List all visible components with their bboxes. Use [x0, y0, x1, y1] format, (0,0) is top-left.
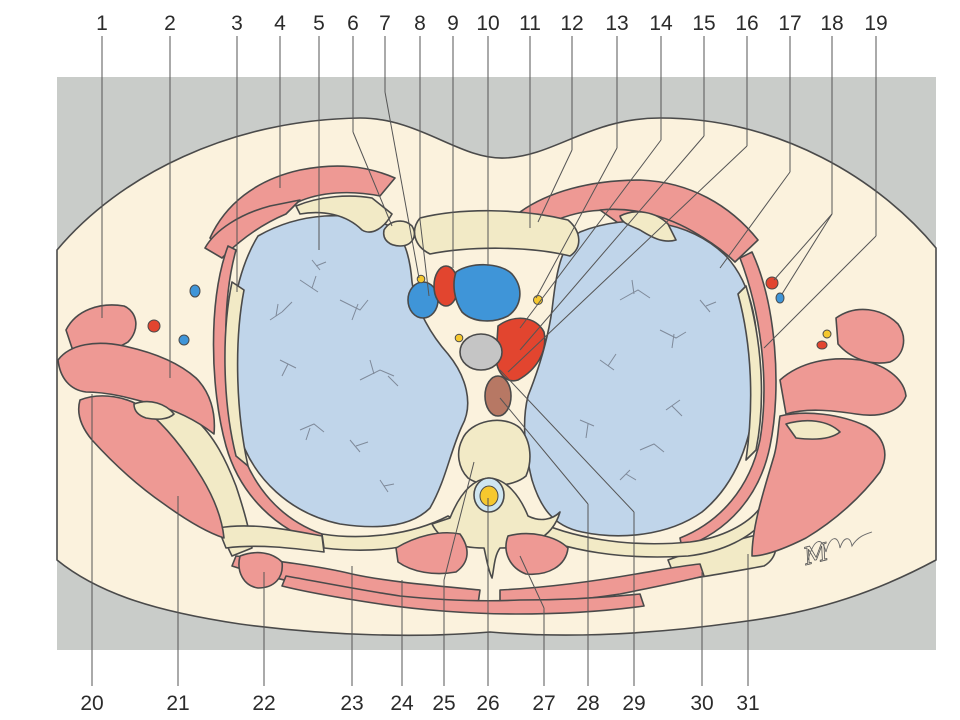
deltoid-left	[779, 358, 907, 416]
erector-spinae-right	[395, 531, 468, 575]
left-lung-vessels	[579, 279, 717, 481]
rib-lateral-left	[737, 285, 763, 461]
axillary-vein-right	[189, 284, 201, 298]
scapula-left-spine	[785, 419, 841, 440]
vertebral-body	[457, 419, 531, 487]
aortic-arch	[453, 263, 521, 322]
callout-label-9: 9	[447, 12, 459, 35]
callout-label-30: 30	[690, 692, 713, 715]
callout-label-27: 27	[532, 692, 555, 715]
vagus-nerve	[454, 333, 464, 343]
callout-label-21: 21	[166, 692, 189, 715]
rhomboid-band	[281, 575, 645, 615]
callout-label-19: 19	[864, 12, 887, 35]
callouts-bottom: 20 21 22 23 24 25 26 27 28 29 30 31	[80, 692, 759, 715]
sternum	[413, 209, 580, 257]
callout-label-5: 5	[313, 12, 325, 35]
callout-label-11: 11	[519, 12, 541, 35]
artist-signature-mark	[807, 531, 873, 561]
callout-label-18: 18	[820, 12, 843, 35]
axillary-artery-right	[147, 319, 161, 333]
rib-lateral-right	[224, 281, 249, 467]
callout-label-3: 3	[231, 12, 243, 35]
callout-label-23: 23	[340, 692, 363, 715]
callout-label-24: 24	[390, 692, 414, 715]
callout-label-8: 8	[414, 12, 426, 35]
callout-label-22: 22	[252, 692, 275, 715]
callout-label-6: 6	[347, 12, 359, 35]
clavicle-right-stub	[382, 220, 416, 247]
axillary-artery-left	[765, 276, 779, 290]
callout-label-15: 15	[692, 12, 715, 35]
artery-left-arm	[816, 340, 828, 350]
axillary-vein-right-2	[178, 334, 190, 346]
erector-spinae-left	[505, 532, 569, 575]
axillary-vein-left	[775, 292, 785, 304]
teres-major-left	[751, 412, 886, 557]
esophagus	[484, 375, 512, 417]
callout-label-28: 28	[576, 692, 599, 715]
deltoid-left-upper	[835, 308, 905, 364]
callout-label-20: 20	[80, 692, 103, 715]
nerve-left-arm	[822, 329, 832, 339]
callout-label-25: 25	[432, 692, 455, 715]
callout-label-16: 16	[735, 12, 758, 35]
right-lung-vessels	[269, 259, 399, 493]
callout-label-17: 17	[778, 12, 801, 35]
callout-label-1: 1	[96, 12, 108, 35]
costal-cartilage-right	[295, 195, 393, 233]
callout-label-10: 10	[476, 12, 499, 35]
left-lung	[523, 220, 759, 537]
callout-label-2: 2	[164, 12, 176, 35]
callout-label-14: 14	[649, 12, 673, 35]
humerus-right	[133, 400, 175, 420]
callout-label-26: 26	[476, 692, 499, 715]
callout-label-12: 12	[560, 12, 583, 35]
callout-label-31: 31	[736, 692, 759, 715]
callout-label-7: 7	[379, 12, 391, 35]
trachea	[459, 333, 503, 371]
leader-lines-bottom	[91, 369, 749, 686]
callout-label-4: 4	[274, 12, 286, 35]
callout-label-13: 13	[605, 12, 628, 35]
subscapularis-right	[238, 551, 283, 589]
callout-label-29: 29	[622, 692, 645, 715]
deltoid-right	[57, 342, 216, 435]
spinal-cord	[479, 485, 499, 507]
leader-lines-top	[101, 36, 877, 378]
